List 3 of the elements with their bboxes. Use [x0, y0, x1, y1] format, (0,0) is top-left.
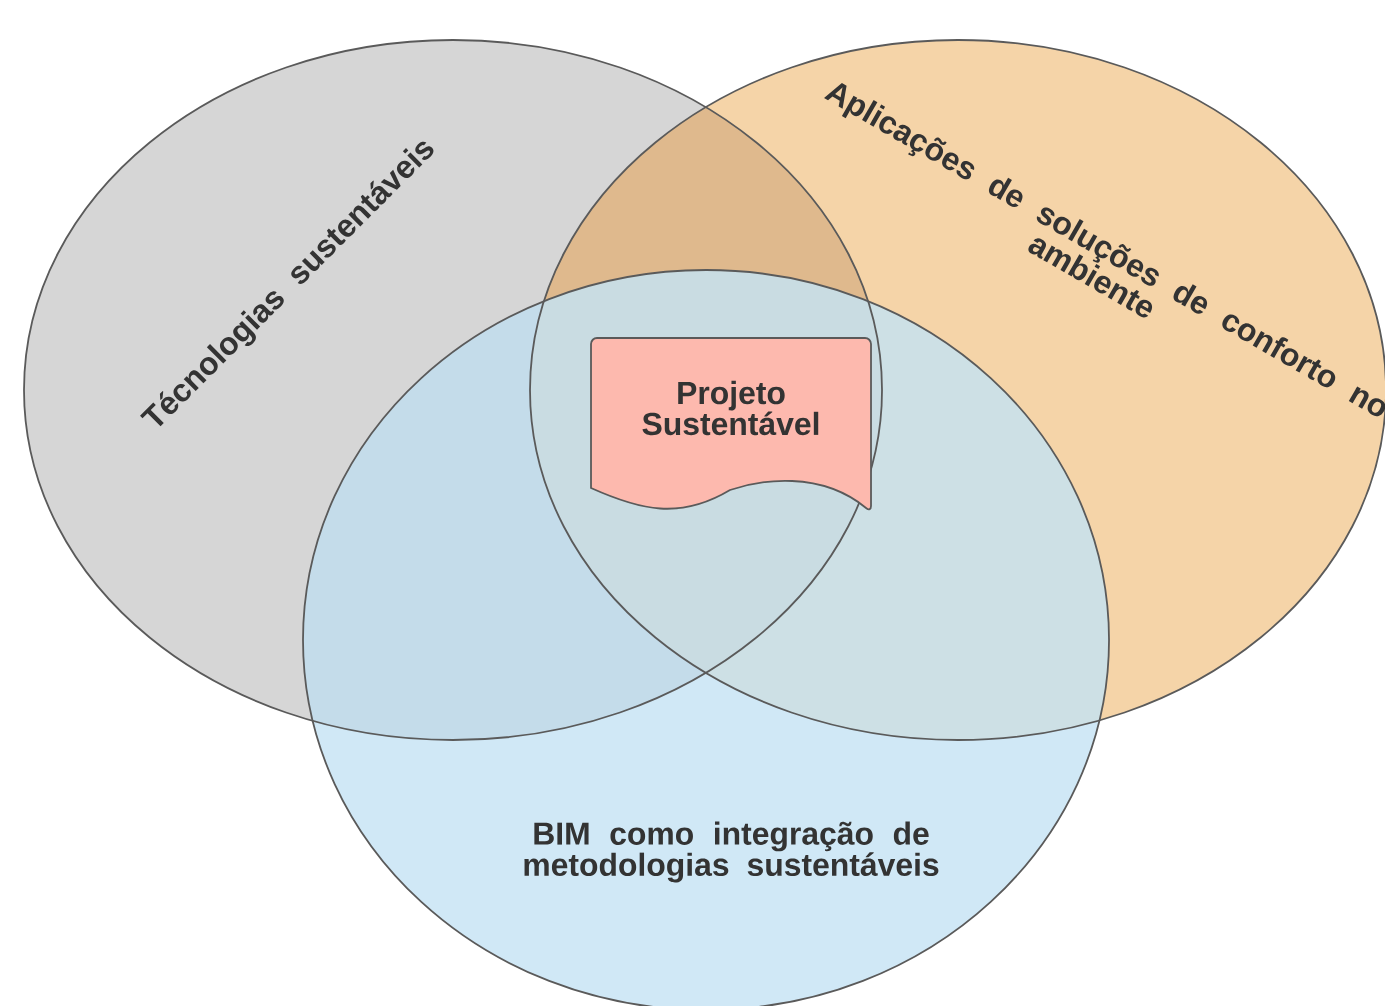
circle-label: BIM como integração de metodologias sustentáveis — [524, 821, 939, 883]
document-shape — [590, 337, 872, 511]
document-label: Projeto Sustentável — [642, 380, 819, 436]
